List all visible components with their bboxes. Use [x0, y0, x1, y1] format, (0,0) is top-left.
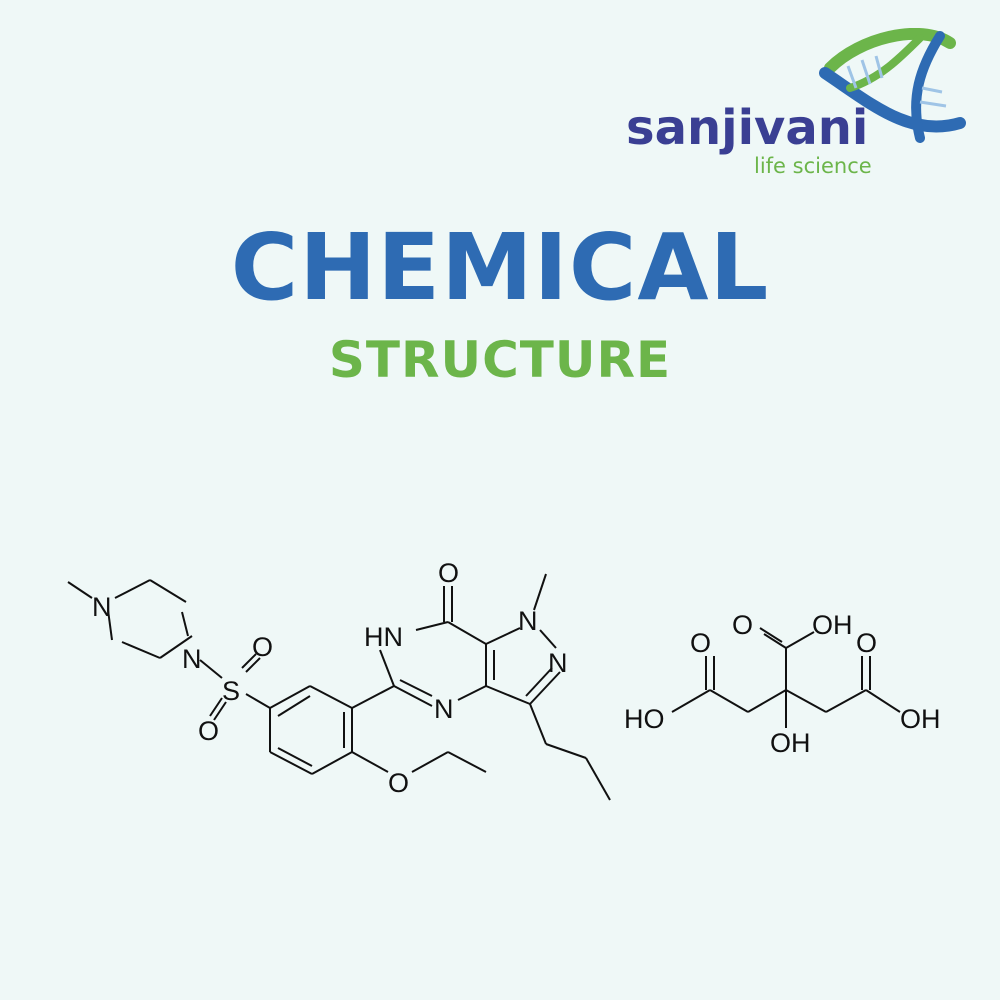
atom-n2-pyrazole: N [548, 648, 568, 678]
brand-logo: sanjivani life science [620, 28, 970, 188]
atom-oxygen-top: O [732, 610, 753, 640]
atom-oxygen-left: O [690, 628, 711, 658]
atom-oxygen-s2: O [198, 716, 219, 746]
atom-oxygen-ketone: O [438, 558, 459, 588]
molecule-citric-acid: O OH O HO O OH OH [624, 610, 941, 758]
atom-hydroxyl-left: HO [624, 704, 665, 734]
atom-n1-pyrazole: N [518, 606, 538, 636]
atom-hn: HN [364, 622, 403, 652]
atom-hydroxyl-center: OH [770, 728, 811, 758]
brand-tagline: life science [754, 154, 872, 178]
dna-helix-icon [819, 28, 966, 143]
atom-n-methyl: N [92, 592, 112, 622]
atom-n-pyrimidine: N [434, 694, 454, 724]
page-title: CHEMICAL [230, 214, 770, 321]
brand-name: sanjivani [626, 100, 869, 156]
atom-oxygen-right: O [856, 628, 877, 658]
atom-oxygen-ether: O [388, 768, 409, 798]
atom-hydroxyl-right: OH [900, 704, 941, 734]
chemical-structures-diagram: N N S O O HN N O N N O O OH O HO O [67, 558, 941, 801]
atom-n-piperazine: N [182, 644, 202, 674]
atom-hydroxyl-top: OH [812, 610, 853, 640]
molecule-sildenafil: N N S O O HN N O N N O [67, 558, 611, 801]
page-subtitle: STRUCTURE [328, 331, 672, 389]
atom-oxygen-s1: O [252, 632, 273, 662]
atom-sulfur: S [222, 676, 240, 706]
